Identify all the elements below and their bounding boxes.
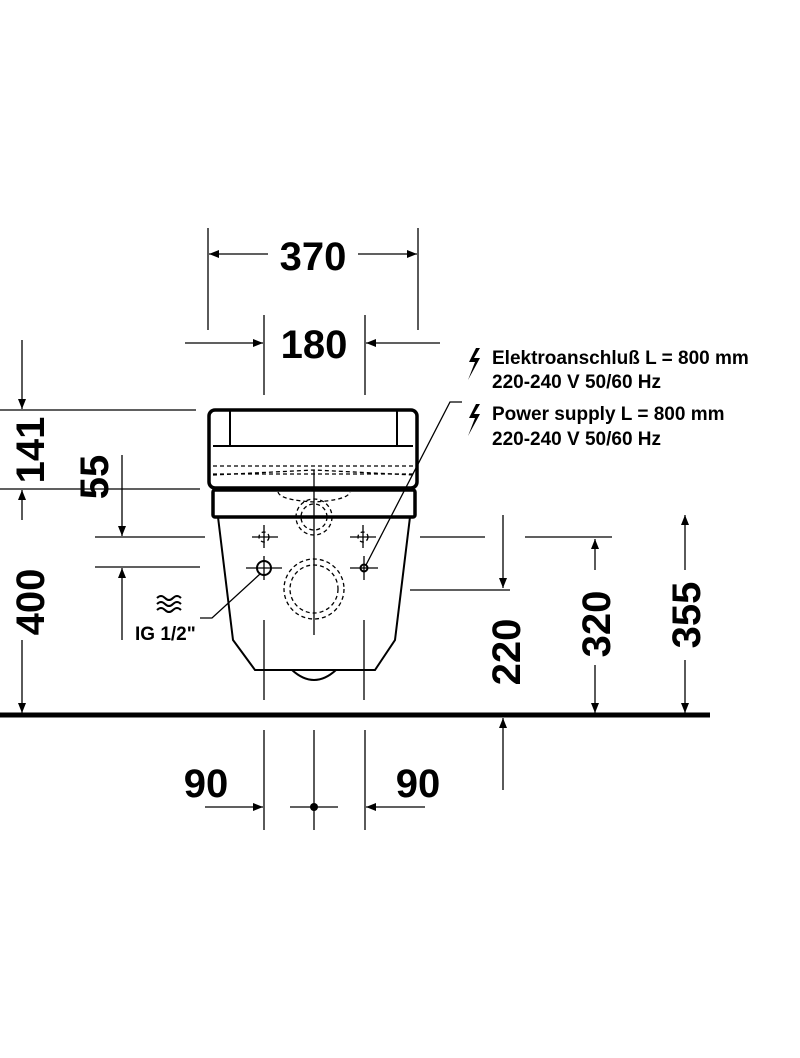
dim-320: 320	[575, 591, 619, 658]
dim-370: 370	[280, 235, 347, 279]
electric-note-de-line2: 220-240 V 50/60 Hz	[492, 372, 661, 393]
electric-note-de-line1: Elektroanschluß L = 800 mm	[492, 348, 749, 369]
toilet-front-view	[207, 408, 419, 700]
water-wave-icon	[156, 595, 182, 613]
dim-355: 355	[665, 582, 709, 649]
dim-141: 141	[9, 417, 53, 484]
dim-220: 220	[485, 619, 529, 686]
dim-180: 180	[281, 323, 348, 367]
electric-note-en-line1: Power supply L = 800 mm	[492, 404, 725, 425]
dim-55: 55	[73, 455, 117, 500]
dim-400: 400	[9, 569, 53, 636]
lightning-icon	[468, 348, 480, 380]
lightning-icon	[468, 404, 480, 436]
dim-90-right: 90	[396, 762, 441, 806]
electric-note-en-line2: 220-240 V 50/60 Hz	[492, 429, 661, 450]
water-connection-label: IG 1/2"	[135, 624, 196, 645]
dim-90-left: 90	[184, 762, 229, 806]
